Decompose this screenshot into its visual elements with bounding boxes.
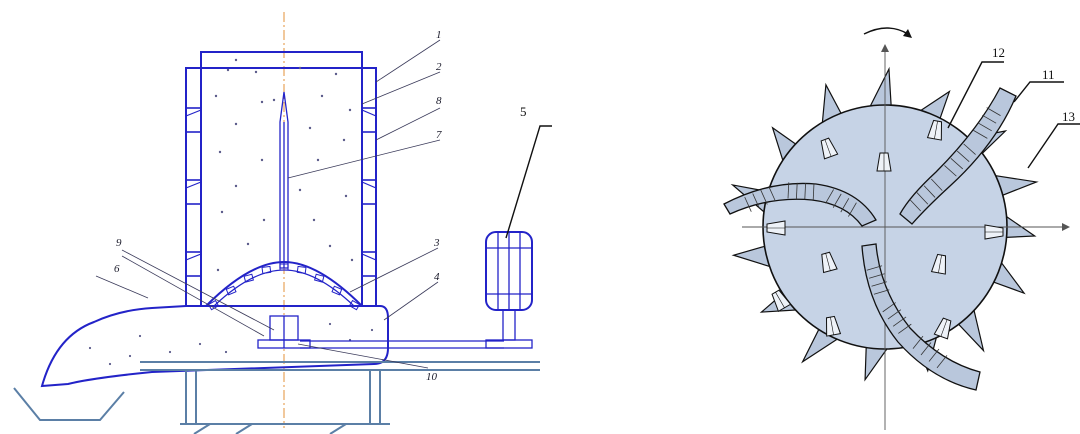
support-frame (140, 361, 540, 434)
side-brackets (185, 107, 377, 277)
label-2: 2 (436, 61, 442, 73)
lower-casing (40, 305, 389, 388)
label-13: 13 (1062, 109, 1075, 124)
label-9: 9 (116, 237, 122, 249)
label-5: 5 (520, 104, 527, 119)
leader-13 (1027, 123, 1080, 169)
receiving-tray (13, 387, 125, 421)
casing-dots (88, 322, 374, 366)
leader-11 (1013, 81, 1064, 103)
leader-12 (947, 61, 1004, 129)
machine-section-drawing: 1 2 8 7 3 4 5 6 9 10 (13, 12, 552, 434)
drive-belt (300, 340, 504, 349)
label-1: 1 (436, 29, 442, 41)
bearing-base (257, 315, 311, 349)
central-spike (279, 91, 289, 269)
label-12: 12 (992, 45, 1005, 60)
leader-lines (95, 39, 552, 369)
label-6: 6 (114, 263, 120, 275)
rotation-arrow-icon (863, 27, 912, 38)
inner-chamber (200, 51, 363, 306)
label-4: 4 (434, 271, 440, 283)
label-8: 8 (436, 95, 442, 107)
trapezoid-cutters (766, 119, 1004, 340)
material-dots (214, 58, 354, 272)
electric-motor (485, 231, 533, 349)
label-3: 3 (433, 237, 440, 249)
label-7: 7 (436, 129, 442, 141)
rotor-disc-drawing: 12 11 13 (723, 27, 1080, 430)
label-11: 11 (1042, 67, 1055, 82)
curved-blades (723, 87, 1017, 391)
label-10: 10 (426, 371, 438, 383)
rotor-cone (205, 260, 363, 311)
